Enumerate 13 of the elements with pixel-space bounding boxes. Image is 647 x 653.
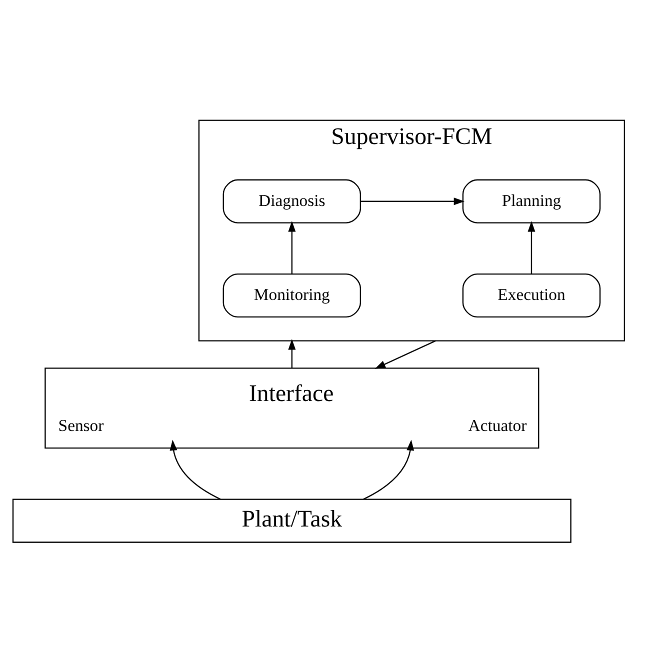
- node-box: Interface Sensor Actuator: [44, 368, 540, 449]
- node-box: Monitoring: [222, 273, 362, 318]
- arrow: [528, 221, 536, 274]
- arrow: [170, 440, 221, 500]
- arrow: [374, 340, 436, 369]
- node-box: Execution: [462, 273, 601, 318]
- arrow: [363, 440, 414, 500]
- arrow: [288, 339, 296, 368]
- node-box: Plant/Task: [12, 498, 572, 543]
- node-box: Diagnosis: [222, 179, 362, 224]
- arrow: [288, 221, 296, 274]
- arrow: [360, 198, 465, 206]
- node-box: Planning: [462, 179, 601, 224]
